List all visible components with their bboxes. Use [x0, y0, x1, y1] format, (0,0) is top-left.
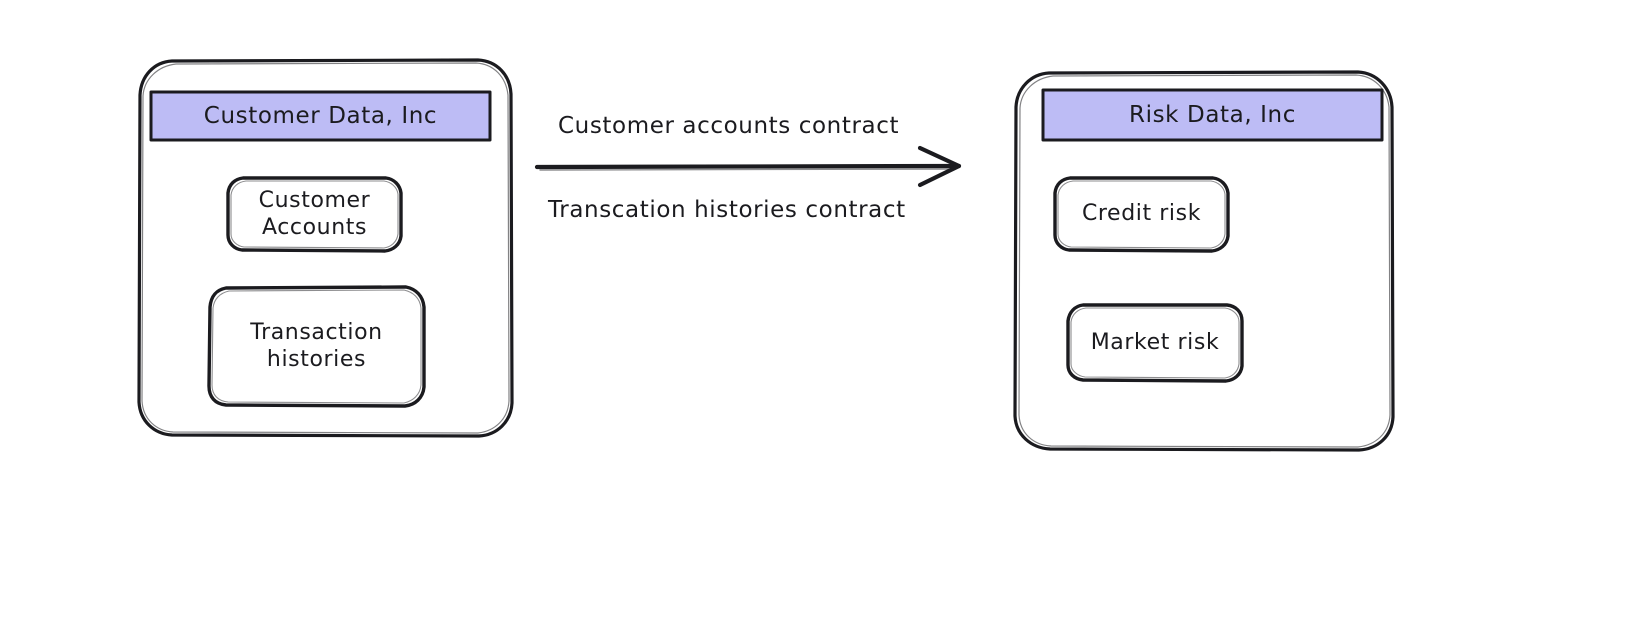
dataset-label-market-risk: Market risk [1090, 329, 1220, 355]
dataset-label-transaction-histories: Transaction histories [250, 320, 383, 372]
node-title-customer-data-inc: Customer Data, Inc [203, 102, 438, 129]
dataset-label-customer-accounts: Customer Accounts [258, 187, 371, 240]
contracts-edge-arrow [534, 145, 962, 188]
edge-label-customer-accounts-contract: Customer accounts contract [558, 112, 900, 139]
edge-label-transcation-histories-contract: Transcation histories contract [548, 196, 906, 223]
node-title-risk-data-inc: Risk Data, Inc [1129, 101, 1296, 128]
dataset-label-credit-risk: Credit risk [1081, 201, 1202, 227]
